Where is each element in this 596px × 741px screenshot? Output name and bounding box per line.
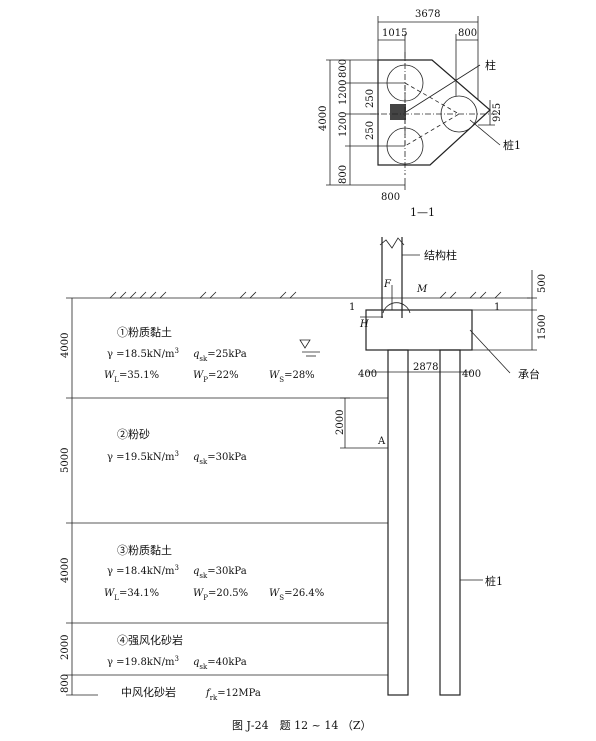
layer2-qsk: qsk=30kPa: [193, 452, 247, 466]
water-table-icon: [299, 339, 311, 349]
moment-arc: [382, 302, 411, 314]
label-cap: 承台: [518, 367, 540, 381]
plan-dim-800-top: 800: [458, 28, 477, 39]
layer1-WS: WS=28%: [269, 370, 315, 384]
plan-section-mark: 1—1: [410, 206, 435, 219]
pile-leader: [469, 119, 501, 146]
label-F: F: [383, 279, 392, 290]
layer3-WL: WL=34.1%: [104, 588, 159, 602]
plan-dim-800-left-top: 800: [338, 59, 349, 78]
layer4-name: ④强风化砂岩: [117, 633, 183, 647]
figure-caption: 图 J-24 题 12 ~ 14 （Z）: [232, 719, 371, 732]
layer5-thickness: 800: [60, 674, 71, 693]
layer3-WS: WS=26.4%: [269, 588, 324, 602]
column-break-line: [379, 237, 405, 249]
dim-400-left: 400: [358, 369, 377, 380]
layer1-qsk: qsk=25kPa: [193, 349, 247, 363]
plan-dim-3678: 3678: [415, 9, 440, 20]
plan-dim-250-top: 250: [365, 89, 376, 108]
plan-dim-800-left-bot: 800: [338, 165, 349, 184]
plan-dim-1200-bot: 1200: [338, 112, 349, 137]
dim-1500: 1500: [537, 315, 548, 340]
cap-leader: [469, 329, 511, 374]
layer3-gamma: γ =18.4kN/m3: [107, 564, 179, 577]
layer1-thickness: 4000: [60, 333, 71, 358]
layer1-WP: WP=22%: [193, 370, 239, 384]
layer4-thickness: 2000: [60, 635, 71, 660]
pile-center-triangle: [404, 82, 460, 147]
layer4-gamma: γ =19.8kN/m3: [107, 655, 179, 668]
column-leader: [405, 64, 481, 113]
plan-dim-4000: 4000: [318, 106, 329, 131]
layer1-WL: WL=35.1%: [104, 370, 159, 384]
section-view: [66, 237, 537, 696]
layer5-frk: frk=12MPa: [205, 688, 261, 702]
label-pile-section: 桩1: [485, 574, 503, 588]
cap-plan-outline: [377, 59, 491, 166]
pile-right-section: [439, 349, 461, 696]
section-mark-left: 1: [349, 302, 355, 313]
label-M: M: [416, 284, 428, 295]
dim-400-right: 400: [462, 369, 481, 380]
dim-2000-A: 2000: [335, 410, 346, 435]
layer4-qsk: qsk=40kPa: [193, 657, 247, 671]
layer2-name: ②粉砂: [117, 428, 150, 441]
pile-left-section: [387, 349, 409, 696]
layer3-thickness: 4000: [60, 558, 71, 583]
layer2-gamma: γ =19.5kN/m3: [107, 450, 179, 463]
plan-dim-1015: 1015: [382, 28, 407, 39]
layer5-name: 中风化砂岩: [121, 685, 176, 699]
dim-500: 500: [537, 274, 548, 293]
layer1-name: ①粉质黏土: [117, 325, 172, 339]
plan-dim-800-bottom: 800: [381, 192, 400, 203]
label-structural-column: 结构柱: [424, 248, 457, 262]
layer3-name: ③粉质黏土: [117, 543, 172, 557]
label-H: H: [359, 319, 369, 330]
plan-dim-250-bot: 250: [365, 121, 376, 140]
ground-hatch: [109, 291, 502, 299]
plan-dim-925: 925: [492, 103, 503, 122]
dim-2878: 2878: [413, 362, 438, 373]
section-mark-right: 1: [494, 302, 500, 313]
plan-dim-1200-top: 1200: [338, 80, 349, 105]
layer3-qsk: qsk=30kPa: [193, 566, 247, 580]
label-point-A: A: [377, 436, 386, 447]
plan-view: [326, 16, 501, 190]
plan-label-pile: 桩1: [503, 138, 521, 152]
layer1-gamma: γ =18.5kN/m3: [107, 347, 179, 360]
layer3-WP: WP=20.5%: [193, 588, 248, 602]
layer2-thickness: 5000: [60, 448, 71, 473]
pile-cap-section: [365, 309, 473, 351]
plan-label-column: 柱: [485, 58, 496, 72]
column-plan: [390, 104, 406, 120]
